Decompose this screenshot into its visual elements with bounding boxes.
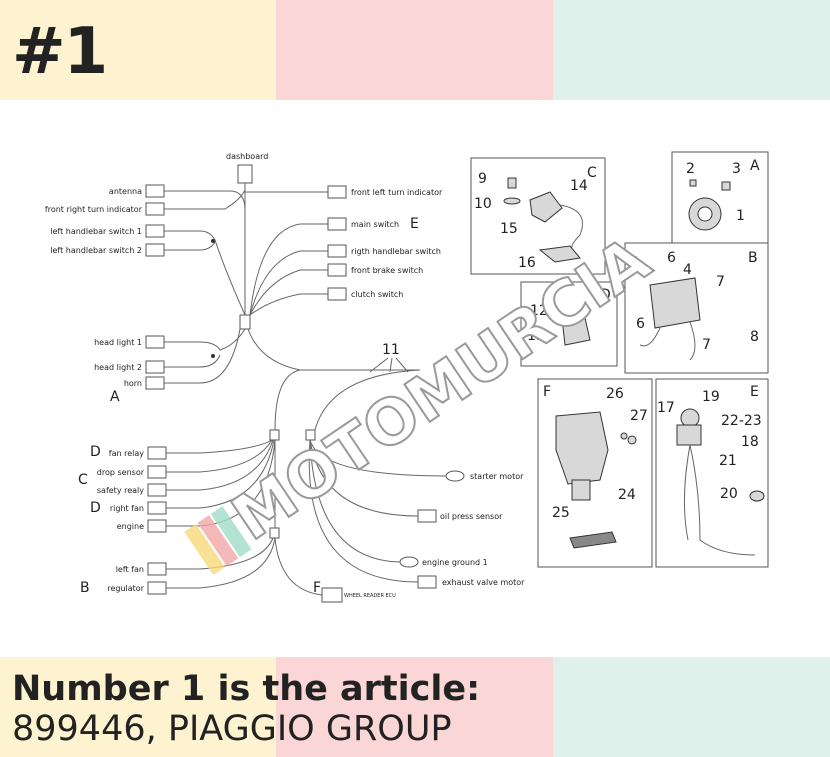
part-num-21: 21 <box>719 453 737 469</box>
label-safety-realy: safety realy <box>97 486 144 495</box>
part-num-3: 3 <box>732 161 741 177</box>
part-num-27: 27 <box>630 408 648 424</box>
label-antenna: antenna <box>109 187 142 196</box>
part-num-22-23: 22-23 <box>721 413 762 429</box>
part-num-7a: 7 <box>716 274 725 290</box>
part-num-25: 25 <box>552 505 570 521</box>
group-letter-f-wiring: F <box>313 580 321 596</box>
label-main-switch: main switch <box>351 220 399 229</box>
part-num-6a: 6 <box>667 250 676 266</box>
label-oil-press: oil press sensor <box>440 512 503 521</box>
label-wheel-reader-ecu: WHEEL READER ECU <box>344 593 396 599</box>
part-num-15: 15 <box>500 221 518 237</box>
panel-e: E 17 19 22-23 18 21 20 <box>655 378 769 568</box>
part-num-7b: 7 <box>702 337 711 353</box>
group-letter-d-2: D <box>90 500 101 516</box>
connector-lower-left <box>269 429 280 441</box>
label-fan-relay: fan relay <box>109 449 144 458</box>
part-num-4: 4 <box>683 262 692 278</box>
right-connectors-lower <box>321 470 465 603</box>
part-num-2: 2 <box>686 161 695 177</box>
panel-f-letter: F <box>543 384 551 400</box>
panel-f: F 26 27 24 25 <box>537 378 653 568</box>
panel-b: B 5 6 4 7 6 7 8 <box>624 242 769 374</box>
left-connectors-upper <box>145 184 165 390</box>
label-front-brake: front brake switch <box>351 266 423 275</box>
part-num-18: 18 <box>741 434 759 450</box>
panel-a-letter: A <box>750 158 760 174</box>
group-letter-c-wiring: C <box>78 472 88 488</box>
label-front-right-turn: front right turn indicator <box>45 205 143 214</box>
upper-wires <box>164 183 421 431</box>
label-starter-motor: starter motor <box>470 472 524 481</box>
band-pink <box>276 0 553 100</box>
group-letter-b-wiring: B <box>80 580 90 596</box>
part-num-14: 14 <box>570 178 588 194</box>
top-color-band <box>0 0 830 100</box>
connector-main <box>239 314 251 330</box>
part-num-5: 5 <box>630 255 639 271</box>
panel-c-letter: C <box>587 165 597 181</box>
label-left-switch-1: left handlebar switch 1 <box>50 227 142 236</box>
label-right-handlebar: rigth handlebar switch <box>351 247 441 256</box>
part-num-26: 26 <box>606 386 624 402</box>
label-left-switch-2: left handlebar switch 2 <box>50 246 142 255</box>
part-num-16: 16 <box>518 255 536 271</box>
label-regulator: regulator <box>107 584 144 593</box>
left-connectors-lower <box>147 446 167 595</box>
part-num-9: 9 <box>478 171 487 187</box>
panel-d-letter: D <box>600 287 611 303</box>
label-head-light-2: head light 2 <box>94 363 142 372</box>
caption-article: 899446, PIAGGIO GROUP <box>12 709 452 749</box>
wiring-diagram: dashboard antenna front right turn indic… <box>45 152 525 603</box>
panel-a: A 2 3 1 <box>671 151 769 251</box>
part-num-24: 24 <box>618 487 636 503</box>
label-engine-ground: engine ground 1 <box>422 558 488 567</box>
parts-diagram: dashboard antenna front right turn indic… <box>45 151 769 603</box>
group-letter-d-1: D <box>90 444 101 460</box>
part-num-8: 8 <box>750 329 759 345</box>
label-left-fan: left fan <box>116 565 144 574</box>
label-front-left-turn: front left turn indicator <box>351 188 443 197</box>
band-mint-bottom <box>553 657 830 757</box>
bundle-number: 11 <box>382 342 400 358</box>
group-letter-e-wiring: E <box>410 216 419 232</box>
label-exhaust-valve: exhaust valve motor <box>442 578 525 587</box>
band-yellow <box>0 0 276 100</box>
right-connectors-upper <box>327 185 347 301</box>
caption-heading: Number 1 is the article: <box>12 669 481 709</box>
band-mint <box>553 0 830 100</box>
connector-dashboard <box>237 164 253 184</box>
label-clutch: clutch switch <box>351 290 403 299</box>
label-horn: horn <box>124 379 142 388</box>
panel-d: D 12 13 <box>520 281 618 367</box>
label-drop-sensor: drop sensor <box>97 468 145 477</box>
part-num-1: 1 <box>736 208 745 224</box>
part-num-17: 17 <box>657 400 675 416</box>
band-yellow-bottom <box>0 657 276 757</box>
group-letter-a-wiring: A <box>110 389 120 405</box>
part-num-12: 12 <box>530 303 548 319</box>
part-num-13: 13 <box>527 328 545 344</box>
part-num-20: 20 <box>720 486 738 502</box>
part-num-10: 10 <box>474 196 492 212</box>
band-pink-bottom <box>276 657 553 757</box>
label-head-light-1: head light 1 <box>94 338 142 347</box>
panel-c-top: C 9 10 14 15 16 <box>470 157 606 275</box>
part-num-19: 19 <box>702 389 720 405</box>
label-right-fan: right fan <box>110 504 144 513</box>
label-engine: engine <box>117 522 144 531</box>
label-dashboard: dashboard <box>226 152 268 161</box>
panel-b-letter: B <box>748 250 758 266</box>
bottom-color-band <box>0 657 830 757</box>
panel-e-letter: E <box>750 384 759 400</box>
part-num-6b: 6 <box>636 316 645 332</box>
rank-heading: #1 <box>12 15 108 89</box>
